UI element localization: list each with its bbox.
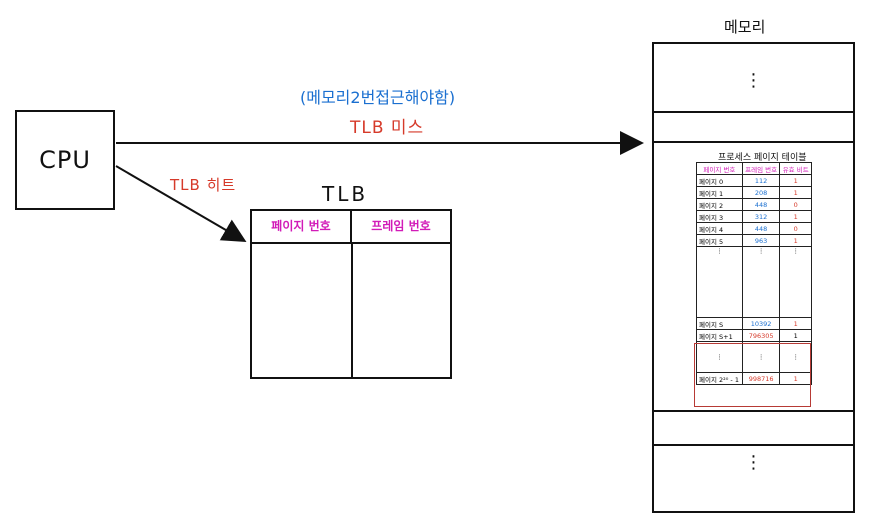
ellipsis-cell: ⋮	[741, 341, 781, 373]
valid-bit-cell: 0	[779, 222, 812, 235]
page-cell: 페이지 S+1	[696, 329, 743, 342]
frame-cell: 796305	[741, 329, 781, 342]
tlb-column-divider	[351, 244, 353, 377]
valid-bit-cell: 1	[779, 317, 812, 330]
memory-title: 메모리	[724, 18, 766, 36]
tlb-header-frame-number: 프레임 번호	[352, 211, 450, 244]
memory-divider	[654, 410, 853, 412]
frame-cell: 208	[741, 186, 781, 199]
ellipsis-cell: ⋮	[696, 341, 743, 373]
valid-bit-cell: 0	[779, 198, 812, 211]
valid-bit-cell: 1	[779, 210, 812, 223]
frame-cell: 112	[741, 174, 781, 187]
page-table-header: 유효 비트	[779, 162, 812, 175]
table-row: 페이지 0 112 1	[696, 174, 812, 187]
table-row: 페이지 5 963 1	[696, 234, 812, 247]
memory-divider	[654, 111, 853, 113]
memory-divider	[654, 444, 853, 446]
table-row: 페이지 1 208 1	[696, 186, 812, 199]
valid-bit-cell: 1	[779, 174, 812, 187]
page-cell: 페이지 2²⁰ - 1	[696, 372, 743, 385]
page-cell: 페이지 2	[696, 198, 743, 211]
ellipsis-cell: ⋮	[779, 246, 812, 318]
table-row: 페이지 S+1 796305 1	[696, 329, 812, 342]
page-table: 페이지 번호 프레임 번호 유효 비트 페이지 0 112 1 페이지 1 20…	[696, 162, 812, 385]
page-table-header: 페이지 번호	[696, 162, 743, 175]
page-cell: 페이지 4	[696, 222, 743, 235]
highlight-box	[694, 343, 811, 407]
table-row: 페이지 4 448 0	[696, 222, 812, 235]
tlb-miss-label: TLB 미스	[350, 118, 425, 138]
table-row-ellipsis: ⋮ ⋮ ⋮	[696, 341, 812, 373]
ellipsis-cell: ⋮	[741, 246, 781, 318]
tlb-title: TLB	[322, 182, 369, 206]
memory-divider	[654, 141, 853, 143]
frame-cell: 312	[741, 210, 781, 223]
valid-bit-cell: 1	[779, 329, 812, 342]
frame-cell: 448	[741, 222, 781, 235]
page-cell: 페이지 0	[696, 174, 743, 187]
page-table-title: 프로세스 페이지 테이블	[718, 153, 807, 163]
valid-bit-cell: 1	[779, 186, 812, 199]
tlb-header-page-number: 페이지 번호	[252, 211, 352, 244]
ellipsis-cell: ⋮	[779, 341, 812, 373]
page-table-header: 프레임 번호	[741, 162, 781, 175]
table-row: 페이지 2 448 0	[696, 198, 812, 211]
table-row: 페이지 3 312 1	[696, 210, 812, 223]
tlb-hit-label: TLB 히트	[170, 176, 237, 194]
table-row: 페이지 2²⁰ - 1 998716 1	[696, 372, 812, 385]
ellipsis-cell: ⋮	[696, 246, 743, 318]
valid-bit-cell: 1	[779, 234, 812, 247]
memory-ellipsis-top: ⋮	[744, 70, 763, 91]
page-cell: 페이지 5	[696, 234, 743, 247]
memory-access-note: (메모리2번접근해야함)	[300, 88, 456, 107]
page-table-header-row: 페이지 번호 프레임 번호 유효 비트	[696, 162, 812, 175]
page-cell: 페이지 3	[696, 210, 743, 223]
valid-bit-cell: 1	[779, 372, 812, 385]
cpu-box: CPU	[15, 110, 115, 210]
table-row: 페이지 S 10392 1	[696, 317, 812, 330]
frame-cell: 10392	[741, 317, 781, 330]
tlb-table: 페이지 번호 프레임 번호	[250, 209, 452, 379]
frame-cell: 963	[741, 234, 781, 247]
frame-cell: 448	[741, 198, 781, 211]
memory-ellipsis-bottom: ⋮	[744, 452, 763, 473]
tlb-hit-arrow	[115, 165, 247, 243]
page-cell: 페이지 1	[696, 186, 743, 199]
cpu-label: CPU	[39, 146, 91, 174]
frame-cell: 998716	[741, 372, 781, 385]
table-row-ellipsis: ⋮ ⋮ ⋮	[696, 246, 812, 318]
page-cell: 페이지 S	[696, 317, 743, 330]
